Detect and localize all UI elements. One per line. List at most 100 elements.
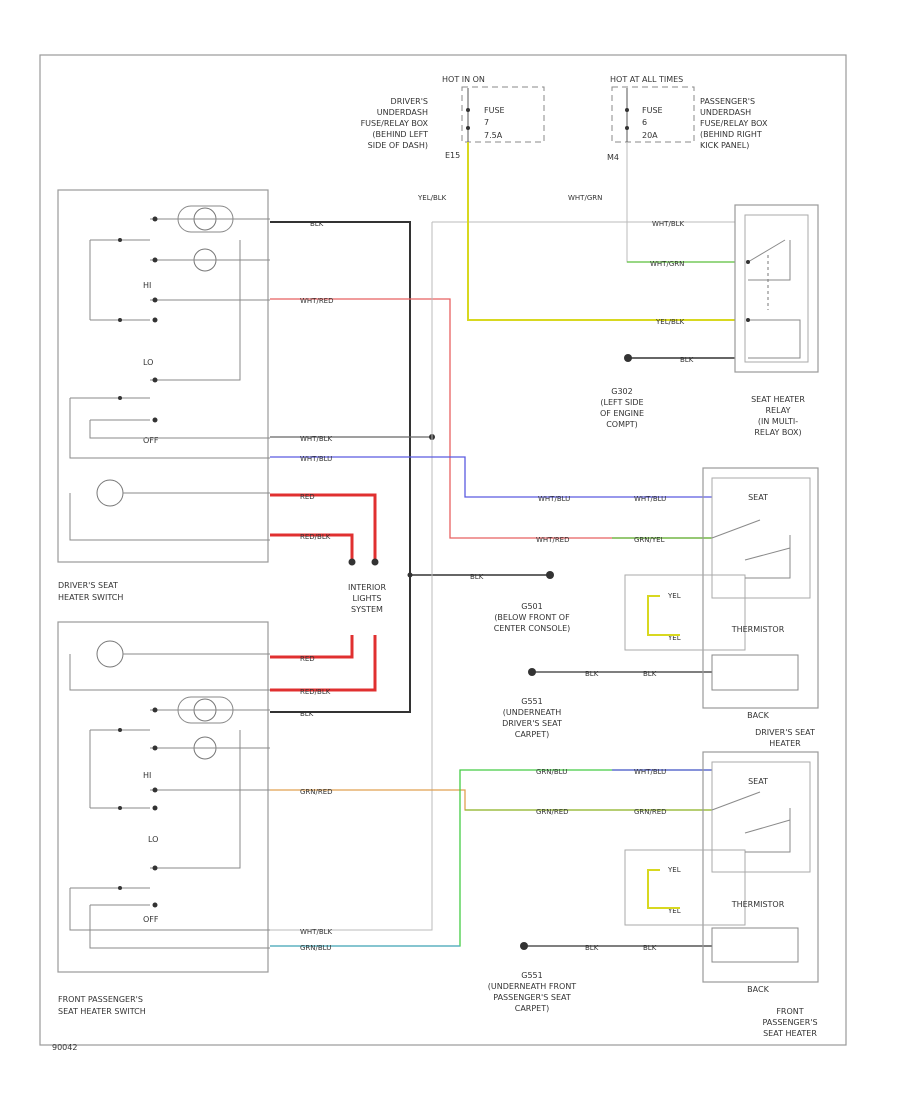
wire-red-blk-passenger <box>270 635 377 692</box>
fuse-left-top-label: HOT IN ON <box>442 75 485 84</box>
relay-label-4: RELAY BOX) <box>754 428 801 437</box>
fuse-left-loc-3: FUSE/RELAY BOX <box>361 119 429 128</box>
fuse-left-loc-2: UNDERDASH <box>377 108 428 117</box>
passenger-heater-element <box>711 927 799 963</box>
ground-g501-label-3: CENTER CONSOLE) <box>494 624 571 633</box>
ground-g551a-label-3: DRIVER'S SEAT <box>502 719 562 728</box>
relay-outline <box>734 204 819 373</box>
fuse-box-right: HOT AT ALL TIMES PASSENGER'S UNDERDASH F… <box>607 75 768 162</box>
wire-label: RED/BLK <box>300 688 331 696</box>
fuse-left-loc-5: SIDE OF DASH) <box>368 141 428 150</box>
passenger-thermistor-label: THERMISTOR <box>731 900 785 909</box>
ground-g551-driver-symbol <box>528 668 536 676</box>
passenger-junction <box>118 728 122 732</box>
driver-back-label: BACK <box>747 711 769 720</box>
relay-inner <box>744 214 809 363</box>
wire-label: WHT/GRN <box>650 260 684 268</box>
wire-label: RED <box>300 493 315 501</box>
splice-ils <box>371 558 379 566</box>
fuse-right-top-label: HOT AT ALL TIMES <box>610 75 683 84</box>
passenger-contact <box>152 805 158 811</box>
wire-yel-driver-loop <box>647 595 680 636</box>
passenger-contact <box>152 745 158 751</box>
fuse-left-loc-4: (BEHIND LEFT <box>372 130 428 139</box>
driver-switch: HI LO OFF DRIVER'S SEAT HEATER SWITCH <box>57 189 270 602</box>
wire-wht-blk-bus <box>270 222 433 931</box>
passenger-heater-contacts <box>711 791 791 853</box>
passenger-switch-outline <box>57 621 269 973</box>
passenger-heater-label-3: SEAT HEATER <box>763 1029 817 1038</box>
wire-label: YEL <box>667 634 681 642</box>
ground-g551a-label-4: CARPET) <box>515 730 550 739</box>
wire-label: BLK <box>585 944 599 952</box>
ground-g302-label-3: OF ENGINE <box>600 409 644 418</box>
wire-yel-passenger-loop <box>647 869 680 909</box>
wire-red-passenger <box>270 635 354 659</box>
passenger-junction <box>118 886 122 890</box>
fuse-right-rating: 20A <box>642 131 658 140</box>
relay-label-3: (IN MULTI- <box>758 417 798 426</box>
interior-lights-label-2: LIGHTS <box>353 594 382 603</box>
passenger-switch-label-1: FRONT PASSENGER'S <box>58 995 143 1004</box>
driver-switch-outline <box>57 189 269 563</box>
ground-g302-label-2: (LEFT SIDE <box>600 398 643 407</box>
wire-label: WHT/BLU <box>634 768 666 776</box>
wire-blk-switch-loop <box>270 221 411 713</box>
wire-label: GRN/RED <box>300 788 333 796</box>
wire-red-blk-driver <box>270 533 354 560</box>
driver-switch-internal-wiring <box>69 218 270 541</box>
driver-level-off: OFF <box>143 436 159 445</box>
wire-red-driver <box>270 493 377 560</box>
driver-level-lo: LO <box>143 358 153 367</box>
wire-label: WHT/BLK <box>300 435 333 443</box>
ground-g501-symbol <box>546 571 554 579</box>
passenger-junction <box>118 806 122 810</box>
wire-label: YEL <box>667 592 681 600</box>
passenger-switch-internal-wiring <box>69 653 270 949</box>
fuse-left-terminal: E15 <box>445 151 460 160</box>
wire-label-wht-grn-top: WHT/GRN <box>568 194 602 202</box>
wire-label: RED <box>300 655 315 663</box>
wire-label: YEL <box>667 907 681 915</box>
diagram-border <box>39 54 847 1046</box>
driver-level-hi: HI <box>143 281 151 290</box>
fuse-box-left-outline <box>461 86 545 143</box>
ground-g551b-label-3: PASSENGER'S SEAT <box>493 993 571 1002</box>
wire-label: BLK <box>310 220 324 228</box>
passenger-level-lo: LO <box>148 835 158 844</box>
fuse-box-right-outline <box>611 86 695 143</box>
fuse-right-loc-1: PASSENGER'S <box>700 97 755 106</box>
footer-code: 90042 <box>52 1043 77 1052</box>
driver-contact <box>152 377 158 383</box>
relay-contacts <box>747 239 801 359</box>
fuse-left-contact-bottom <box>466 126 470 130</box>
ground-g551b-label-2: (UNDERNEATH FRONT <box>488 982 577 991</box>
wire-label: YEL <box>667 866 681 874</box>
passenger-heater-outline <box>702 751 819 983</box>
driver-junction <box>118 238 122 242</box>
driver-heater-seat-label: SEAT <box>748 493 768 502</box>
relay-label-1: SEAT HEATER <box>751 395 805 404</box>
passenger-switch: HI LO OFF FRONT PASSENGER'S SEAT HEATER … <box>57 621 270 1016</box>
passenger-contact <box>152 865 158 871</box>
wire-grn-red-passenger <box>270 789 712 811</box>
driver-heater-contacts <box>711 519 791 579</box>
interior-lights-label-3: SYSTEM <box>351 605 383 614</box>
wire-wht-red <box>270 298 712 539</box>
splice-blk <box>407 572 413 578</box>
passenger-level-off: OFF <box>143 915 159 924</box>
splice-ils <box>348 558 356 566</box>
fuse-left-loc-1: DRIVER'S <box>391 97 428 106</box>
fuse-right-number: 6 <box>642 118 647 127</box>
ground-g551b-label-4: CARPET) <box>515 1004 550 1013</box>
passenger-contact <box>152 707 158 713</box>
fuse-right-fuse-label: FUSE <box>642 106 663 115</box>
passenger-back-label: BACK <box>747 985 769 994</box>
passenger-seat-heater: SEAT THERMISTOR BACK FRONT PASSENGER'S S… <box>624 751 819 1038</box>
wire-label: BLK <box>585 670 599 678</box>
driver-heater-label-2: HEATER <box>769 739 801 748</box>
passenger-heater-label-1: FRONT <box>776 1007 803 1016</box>
wire-label: BLK <box>643 944 657 952</box>
relay-terminal <box>746 260 750 264</box>
